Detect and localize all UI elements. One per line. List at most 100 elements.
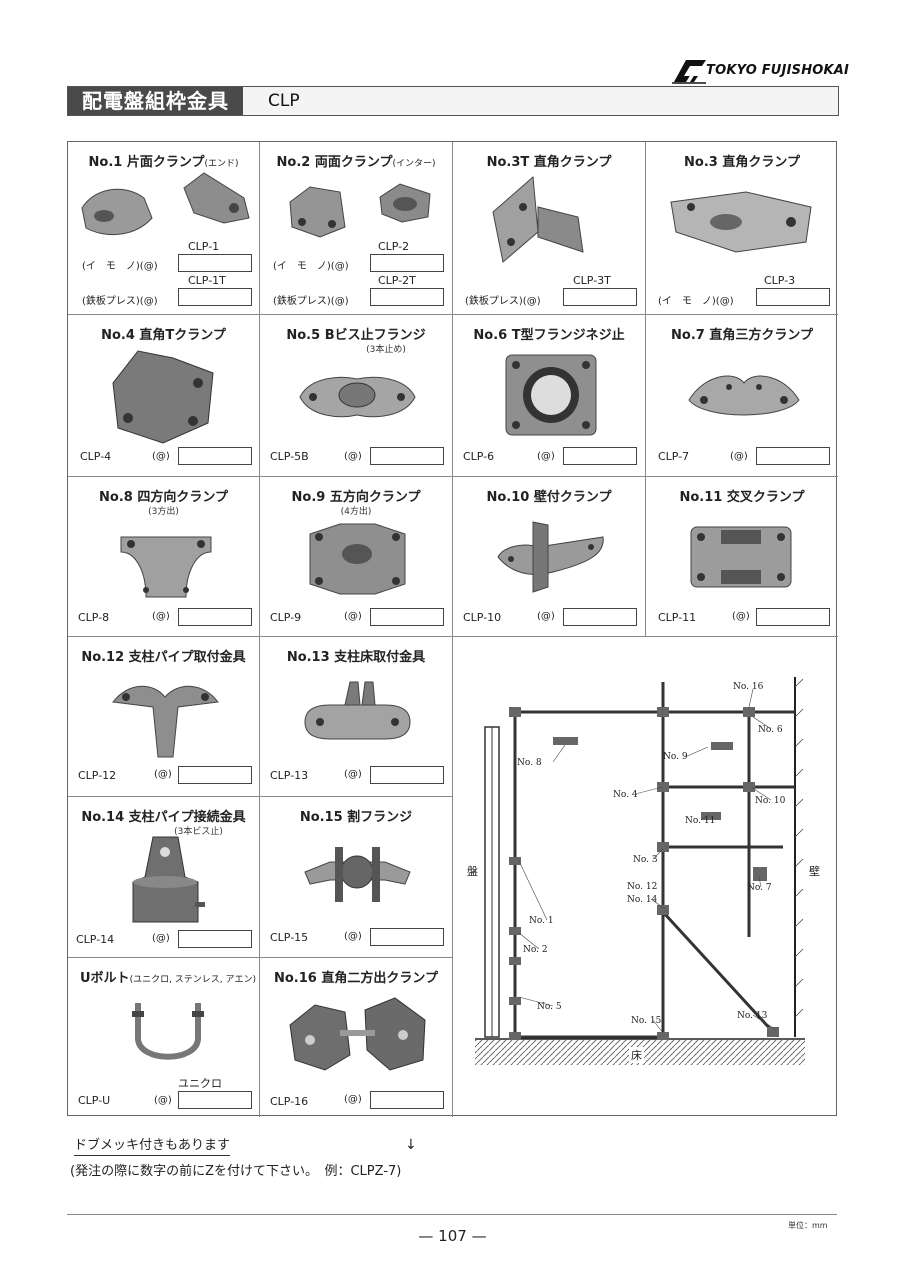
t-flange-image	[505, 354, 597, 436]
product-title: No.13 支柱床取付金具	[286, 650, 426, 665]
diagram-callout-label: No. 3	[633, 855, 658, 865]
price-field[interactable]	[563, 608, 637, 626]
product-material: (イ モ ノ)(@)	[273, 261, 349, 272]
product-cell-clp-2: No.2 両面クランプ(インター) CLP-2 (イ モ ノ)(@) CLP-2…	[260, 142, 453, 315]
price-field[interactable]	[178, 930, 252, 948]
four-way-clamp-image	[120, 536, 212, 598]
price-field[interactable]	[370, 1091, 444, 1109]
product-code: CLP-6	[463, 450, 495, 463]
product-cell-clp-5b: No.5 Bビス止フランジ (3本止め) CLP-5B (@)	[260, 315, 453, 477]
inter-clamp-image	[289, 183, 431, 238]
product-cell-clp-4: No.4 直角Tクランプ CLP-4 (@)	[68, 315, 260, 477]
diagram-callout-label: No. 8	[517, 758, 542, 768]
product-cell-clp-3: No.3 直角クランプ CLP-3 (イ モ ノ)(@)	[646, 142, 838, 315]
three-way-clamp-image	[688, 375, 800, 416]
price-unit-label: (@)	[344, 611, 362, 622]
diagram-callout-label: No. 4	[613, 790, 638, 800]
price-field[interactable]	[370, 766, 444, 784]
unit-label: 単位：mm	[788, 1221, 828, 1230]
u-bolt-image	[132, 1003, 204, 1060]
product-material: (イ モ ノ)(@)	[658, 296, 734, 307]
product-cell-clp-13: No.13 支柱床取付金具 CLP-13 (@)	[260, 637, 453, 797]
price-field[interactable]	[178, 608, 252, 626]
price-field[interactable]	[370, 288, 444, 306]
product-cell-clp-7: No.7 直角三方クランプ CLP-7 (@)	[646, 315, 838, 477]
price-unit-label: (@)	[152, 451, 170, 462]
assembly-diagram: No. 16 No. 6 No. 8 No. 9 No. 4 No. 10 No…	[475, 677, 805, 1065]
product-material: (鉄板プレス)(@)	[273, 296, 349, 307]
product-cell-clp-16: No.16 直角二方出クランプ CLP-16 (@)	[260, 958, 453, 1117]
product-code: CLP-U	[78, 1094, 111, 1107]
price-field[interactable]	[370, 608, 444, 626]
diagram-callout-label: No. 10	[755, 796, 786, 806]
product-cell-clp-8: No.8 四方向クランプ (3方出) CLP-8 (@)	[68, 477, 260, 637]
product-cell-clp-12: No.12 支柱パイプ取付金具 CLP-12 (@)	[68, 637, 260, 797]
five-way-clamp-image	[309, 523, 406, 595]
diagram-callout-label: No. 14	[627, 895, 658, 905]
price-unit-label: (@)	[344, 451, 362, 462]
price-unit-label: (@)	[154, 1095, 172, 1106]
wall-label: 壁	[809, 865, 820, 878]
footer-divider	[67, 1214, 837, 1215]
post-pipe-fitting-image	[112, 685, 219, 758]
price-unit-label: (@)	[344, 769, 362, 780]
price-field[interactable]	[756, 447, 830, 465]
product-title: No.15 割フランジ	[299, 810, 413, 825]
product-code: CLP-1	[188, 240, 220, 253]
price-field[interactable]	[756, 608, 830, 626]
floor-post-fitting-image	[304, 681, 411, 740]
price-field[interactable]	[178, 254, 252, 272]
price-field[interactable]	[178, 766, 252, 784]
product-title: No.16 直角二方出クランプ	[274, 971, 438, 986]
product-title-note: (ユニクロ, ステンレス, アエン)	[129, 975, 257, 985]
product-code: CLP-8	[78, 611, 110, 624]
product-code: CLP-1T	[188, 274, 226, 287]
product-grid: No.1 片面クランプ(エンド) CLP-1 (イ モ ノ)(@) CLP-1T…	[67, 141, 838, 1117]
price-field[interactable]	[756, 288, 830, 306]
price-field[interactable]	[370, 928, 444, 946]
product-cell-clp-9: No.9 五方向クランプ (4方出) CLP-9 (@)	[260, 477, 453, 637]
product-material: (鉄板プレス)(@)	[465, 296, 541, 307]
floor-label: 床	[629, 1047, 644, 1063]
price-field[interactable]	[370, 254, 444, 272]
end-clamp-image	[81, 172, 250, 236]
product-code: CLP-12	[78, 769, 117, 782]
brand-name: TOKYO FUJISHOKAI	[706, 63, 850, 78]
price-field[interactable]	[178, 1091, 252, 1109]
wall-clamp-image	[497, 521, 604, 593]
price-field[interactable]	[370, 447, 444, 465]
product-cell-clp-3t: No.3T 直角クランプ CLP-3T (鉄板プレス)(@)	[453, 142, 646, 315]
product-cell-clp-11: No.11 交叉クランプ CLP-11 (@)	[646, 477, 838, 637]
product-code: CLP-4	[80, 450, 112, 463]
product-subtitle: (4方出)	[340, 507, 372, 517]
product-subtitle: (3方出)	[148, 507, 179, 517]
product-title: No.3T 直角クランプ	[486, 155, 612, 170]
product-code: CLP-15	[270, 931, 309, 944]
diagram-callout-label: No. 7	[747, 883, 772, 893]
product-title: No.5 Bビス止フランジ	[286, 328, 426, 343]
product-code: CLP-3T	[573, 274, 611, 287]
product-title: No.12 支柱パイプ取付金具	[81, 650, 246, 665]
assembly-diagram-cell: No. 16 No. 6 No. 8 No. 9 No. 4 No. 10 No…	[453, 637, 838, 1117]
galvanized-note: ドブメッキ付きもあります	[74, 1134, 231, 1156]
product-cell-clp-14: No.14 支柱パイプ接続金具 (3本ビス止) CLP-14 (@)	[68, 797, 260, 958]
two-way-clamp-image	[289, 997, 426, 1071]
product-code: CLP-9	[270, 611, 302, 624]
price-field[interactable]	[563, 447, 637, 465]
series-code: CLP	[268, 91, 300, 111]
cross-clamp-image	[690, 526, 792, 588]
diagram-callout-label: No. 1	[529, 916, 554, 926]
t-clamp-image	[112, 350, 214, 444]
price-field[interactable]	[563, 288, 637, 306]
product-title: No.3 直角クランプ	[684, 155, 800, 170]
price-field[interactable]	[178, 288, 252, 306]
product-title: No.6 T型フランジネジ止	[473, 328, 625, 343]
split-flange-image	[304, 847, 411, 902]
product-title: No.11 交叉クランプ	[679, 490, 805, 505]
order-note: (発注の際に数字の前にZを付けて下さい。 例：CLPZ-7)	[70, 1164, 402, 1179]
price-field[interactable]	[178, 447, 252, 465]
post-pipe-joint-image	[132, 836, 205, 923]
product-code: CLP-2	[378, 240, 410, 253]
diagram-callout-label: No. 2	[523, 945, 548, 955]
product-title: No.7 直角三方クランプ	[671, 328, 813, 343]
